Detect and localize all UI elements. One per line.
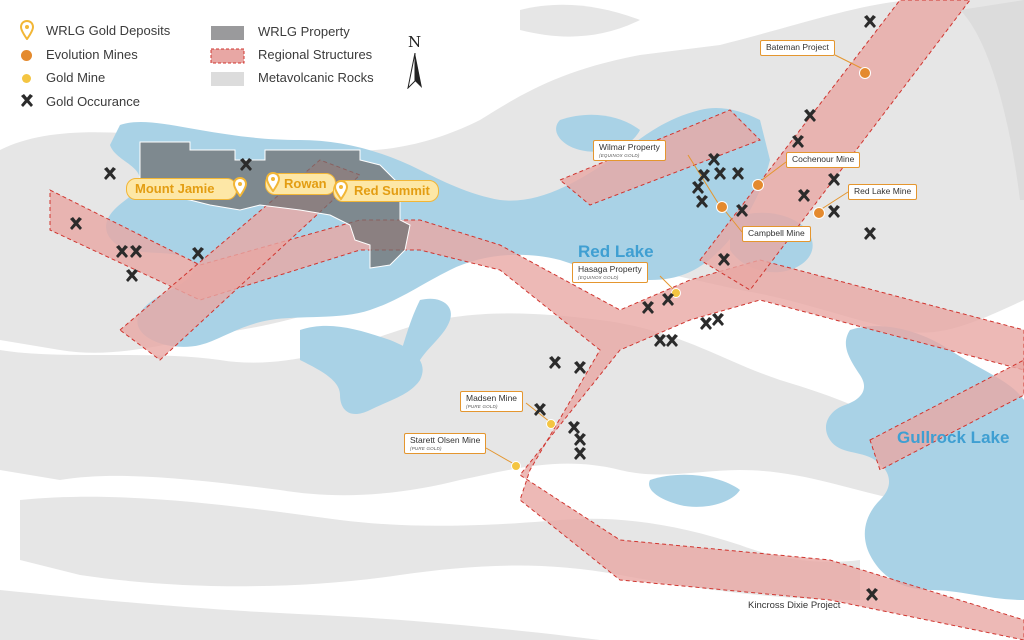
bateman-label: Bateman Project [766, 42, 829, 52]
deposit-pin-icon [334, 180, 348, 200]
legend-property-swatch [211, 26, 244, 40]
gold-occurance-icon[interactable] [862, 14, 878, 30]
hasaga-mine-marker[interactable] [671, 288, 681, 298]
hammer-pick-icon [21, 94, 33, 107]
starett-mine-marker[interactable] [511, 461, 521, 471]
wilmar-label: Wilmar Property [599, 142, 660, 152]
gold-occurance-icon[interactable] [730, 166, 746, 182]
gold-occurance-icon[interactable] [864, 587, 880, 603]
deposit-pin-icon [233, 177, 247, 197]
cochenour-mine-marker[interactable] [752, 179, 764, 191]
gold-occurance-icon[interactable] [706, 152, 722, 168]
gold-occurance-icon[interactable] [710, 312, 726, 328]
wilmar-owner: (EQUINOX GOLD) [599, 152, 640, 158]
gold-occurance-icon[interactable] [862, 226, 878, 242]
legend-metavolcanic-rocks: Metavolcanic Rocks [258, 70, 374, 85]
gold-occurance-icon[interactable] [734, 203, 750, 219]
hasaga-owner: (EQUINOX GOLD) [578, 274, 619, 280]
gold-occurance-icon[interactable] [716, 252, 732, 268]
north-arrow-icon [407, 53, 422, 89]
legend-wrlg-property: WRLG Property [258, 24, 350, 39]
legend: WRLG Gold Deposits Evolution Mines Gold … [18, 20, 418, 116]
kincross-label: Kincross Dixie Project [748, 600, 841, 611]
legend-regional-structures: Regional Structures [258, 47, 373, 62]
gold-occurance-icon[interactable] [664, 333, 680, 349]
legend-structures-swatch [210, 48, 245, 64]
gold-occurance-icon[interactable] [238, 157, 254, 173]
deposit-rowan[interactable]: Rowan [265, 173, 336, 195]
gold-occurance-icon[interactable] [796, 188, 812, 204]
madsen-mine-marker[interactable] [546, 419, 556, 429]
madsen-label: Madsen Mine [466, 393, 518, 403]
madsen-owner: (PURE GOLD) [466, 403, 498, 409]
north-arrow: N [403, 33, 433, 93]
deposit-mount-jamie-label: Mount Jamie [135, 181, 215, 196]
red-lake-mine-marker[interactable] [813, 207, 825, 219]
callout-hasaga: Hasaga Property(EQUINOX GOLD) [572, 262, 648, 283]
deposit-red-summit-label: Red Summit [354, 183, 430, 198]
gold-occurance-icon[interactable] [128, 244, 144, 260]
campbell-label: Campbell Mine [748, 228, 805, 238]
starett-label: Starett Olsen Mine [410, 435, 481, 445]
callout-cochenour: Cochenour Mine [786, 152, 861, 168]
gold-occurance-icon[interactable] [690, 180, 706, 196]
legend-metavolcanic-swatch [211, 72, 244, 86]
gold-occurance-icon[interactable] [652, 333, 668, 349]
gold-occurance-icon[interactable] [190, 246, 206, 262]
gold-occurance-icon[interactable] [696, 168, 712, 184]
gold-occurance-icon[interactable] [660, 292, 676, 308]
gold-occurance-icon[interactable] [694, 194, 710, 210]
campbell-mine-marker[interactable] [716, 201, 728, 213]
hasaga-label: Hasaga Property [578, 264, 642, 274]
gold-occurance-icon[interactable] [826, 172, 842, 188]
callout-wilmar: Wilmar Property(EQUINOX GOLD) [593, 140, 666, 161]
legend-gold-occurance: Gold Occurance [46, 94, 140, 109]
gold-occurance-icon[interactable] [572, 432, 588, 448]
deposit-pin-icon [20, 20, 34, 40]
callout-starett: Starett Olsen Mine(PURE GOLD) [404, 433, 487, 454]
deposit-red-summit[interactable]: Red Summit [333, 180, 439, 202]
bateman-mine-marker[interactable] [859, 67, 871, 79]
gold-occurance-icon[interactable] [698, 316, 714, 332]
deposit-mount-jamie[interactable]: Mount Jamie [126, 178, 238, 200]
callout-bateman: Bateman Project [760, 40, 835, 56]
gold-occurance-icon[interactable] [826, 204, 842, 220]
starett-owner: (PURE GOLD) [410, 445, 442, 451]
gold-occurance-icon[interactable] [566, 420, 582, 436]
evolution-mine-icon [21, 50, 32, 61]
gold-occurance-icon[interactable] [712, 166, 728, 182]
legend-gold-mine: Gold Mine [46, 70, 106, 85]
callout-madsen: Madsen Mine(PURE GOLD) [460, 391, 524, 412]
deposit-pin-icon [266, 172, 280, 192]
gold-mine-icon [22, 74, 31, 83]
gullrock-lake-label: Gullrock Lake [897, 428, 1010, 447]
legend-evolution-mines: Evolution Mines [46, 47, 138, 62]
deposit-rowan-label: Rowan [284, 176, 327, 191]
gold-occurance-icon[interactable] [68, 216, 84, 232]
north-label: N [408, 33, 422, 51]
callout-campbell: Campbell Mine [742, 226, 811, 242]
gold-occurance-icon[interactable] [114, 244, 130, 260]
callout-red-lake-mine: Red Lake Mine [848, 184, 918, 200]
legend-wrlg-deposits: WRLG Gold Deposits [46, 23, 171, 38]
gold-occurance-icon[interactable] [572, 360, 588, 376]
gold-occurance-icon[interactable] [102, 166, 118, 182]
gold-occurance-icon[interactable] [532, 402, 548, 418]
gold-occurance-icon[interactable] [124, 268, 140, 284]
cochenour-label: Cochenour Mine [792, 154, 855, 164]
gold-occurance-icon[interactable] [640, 300, 656, 316]
legend-swatches [210, 26, 245, 86]
gold-occurance-icon[interactable] [790, 134, 806, 150]
red-lake-mine-label: Red Lake Mine [854, 186, 912, 196]
gold-occurance-icon[interactable] [547, 355, 563, 371]
gold-occurance-icon[interactable] [572, 446, 588, 462]
gold-occurance-icon[interactable] [802, 108, 818, 124]
red-lake-label: Red Lake [578, 242, 654, 261]
